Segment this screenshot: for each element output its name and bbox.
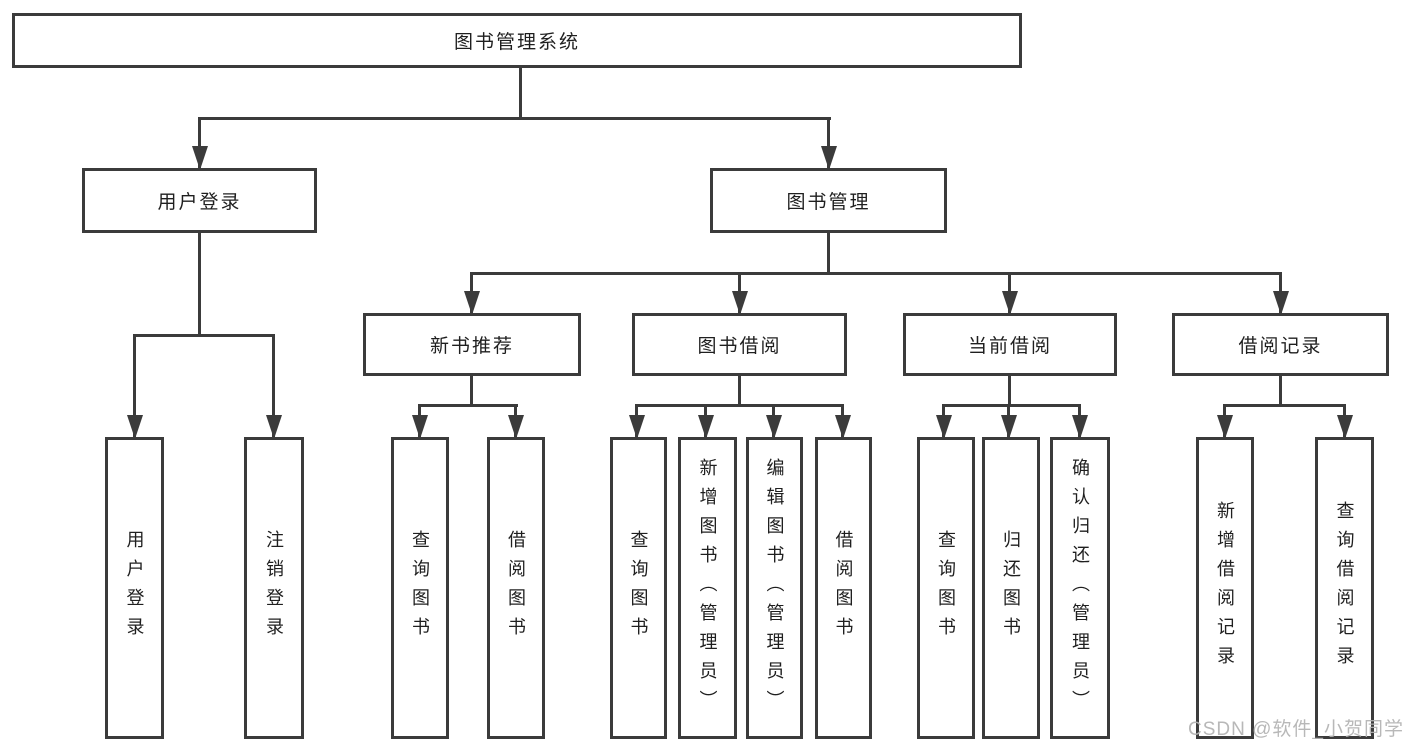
arrow-down-icon — [411, 415, 428, 439]
arrow-down-icon — [507, 415, 524, 439]
connector-line — [470, 272, 1282, 275]
node-label: 注销登录 — [264, 530, 284, 646]
arrow-down-icon — [1001, 291, 1018, 315]
connector-line — [133, 334, 136, 437]
node-new-book-recommend: 新书推荐 — [363, 313, 581, 376]
node-label: 编辑图书（管理员） — [764, 457, 785, 719]
node-current-borrowing: 当前借阅 — [903, 313, 1117, 376]
arrow-down-icon — [731, 291, 748, 315]
node-label: 用户登录 — [157, 192, 242, 213]
node-add-borrow-record: 新增借阅记录 — [1196, 437, 1254, 739]
arrow-down-icon — [1071, 415, 1088, 439]
node-return-book: 归还图书 — [982, 437, 1040, 739]
arrow-down-icon — [628, 415, 645, 439]
connector-line — [470, 376, 473, 407]
connector-line — [198, 117, 201, 168]
connector-line — [1279, 376, 1282, 407]
node-label: 查询图书 — [410, 530, 430, 646]
node-label: 新书推荐 — [429, 336, 514, 357]
connector-line — [635, 404, 844, 407]
node-logout-login: 注销登录 — [244, 437, 304, 739]
node-label: 当前借阅 — [967, 336, 1052, 357]
node-label: 新增借阅记录 — [1215, 501, 1235, 675]
watermark: CSDN @软件_小贺同学 — [1188, 719, 1404, 740]
connector-line — [942, 404, 1081, 407]
arrow-down-icon — [834, 415, 851, 439]
node-edit-book-admin: 编辑图书（管理员） — [746, 437, 803, 739]
arrow-down-icon — [935, 415, 952, 439]
node-query-book-3: 查询图书 — [917, 437, 975, 739]
connector-line — [827, 233, 830, 275]
arrow-down-icon — [191, 146, 208, 170]
connector-line — [738, 376, 741, 407]
node-user-login: 用户登录 — [105, 437, 164, 739]
node-borrow-book-2: 借阅图书 — [815, 437, 872, 739]
arrow-down-icon — [697, 415, 714, 439]
node-label: 图书管理 — [786, 192, 871, 213]
node-label: 用户登录 — [124, 530, 145, 646]
node-confirm-return-admin: 确认归还（管理员） — [1050, 437, 1110, 739]
arrow-down-icon — [1000, 415, 1017, 439]
connector-line — [418, 404, 518, 407]
connector-line — [827, 117, 830, 168]
node-label: 查询借阅记录 — [1334, 501, 1355, 675]
node-label: 借阅图书 — [506, 530, 526, 646]
node-root: 图书管理系统 — [12, 13, 1022, 68]
node-label: 查询图书 — [628, 530, 649, 646]
node-label: 查询图书 — [936, 530, 956, 646]
node-user-login-module: 用户登录 — [82, 168, 317, 233]
connector-line — [1008, 376, 1011, 407]
arrow-down-icon — [820, 146, 837, 170]
arrow-down-icon — [1272, 291, 1289, 315]
node-borrow-book-1: 借阅图书 — [487, 437, 545, 739]
node-book-borrowing: 图书借阅 — [632, 313, 847, 376]
node-query-book-1: 查询图书 — [391, 437, 449, 739]
arrow-down-icon — [1216, 415, 1233, 439]
node-label: 借阅图书 — [833, 530, 854, 646]
arrow-down-icon — [463, 291, 480, 315]
arrow-down-icon — [765, 415, 782, 439]
node-book-management: 图书管理 — [710, 168, 947, 233]
node-label: 图书管理系统 — [453, 32, 580, 53]
connector-line — [198, 233, 201, 337]
node-query-book-2: 查询图书 — [610, 437, 667, 739]
node-label: 归还图书 — [1001, 530, 1021, 646]
node-label: 借阅记录 — [1238, 336, 1323, 357]
node-borrowing-records: 借阅记录 — [1172, 313, 1389, 376]
connector-line — [133, 334, 275, 337]
node-query-borrow-record: 查询借阅记录 — [1315, 437, 1374, 739]
arrow-down-icon — [1336, 415, 1353, 439]
connector-line — [198, 117, 831, 120]
connector-line — [519, 68, 522, 120]
node-label: 图书借阅 — [697, 336, 782, 357]
arrow-down-icon — [126, 415, 143, 439]
node-add-book-admin: 新增图书（管理员） — [678, 437, 737, 739]
connector-line — [272, 334, 275, 437]
connector-line — [1223, 404, 1346, 407]
arrow-down-icon — [265, 415, 282, 439]
node-label: 确认归还（管理员） — [1070, 457, 1090, 719]
node-label: 新增图书（管理员） — [697, 457, 718, 719]
